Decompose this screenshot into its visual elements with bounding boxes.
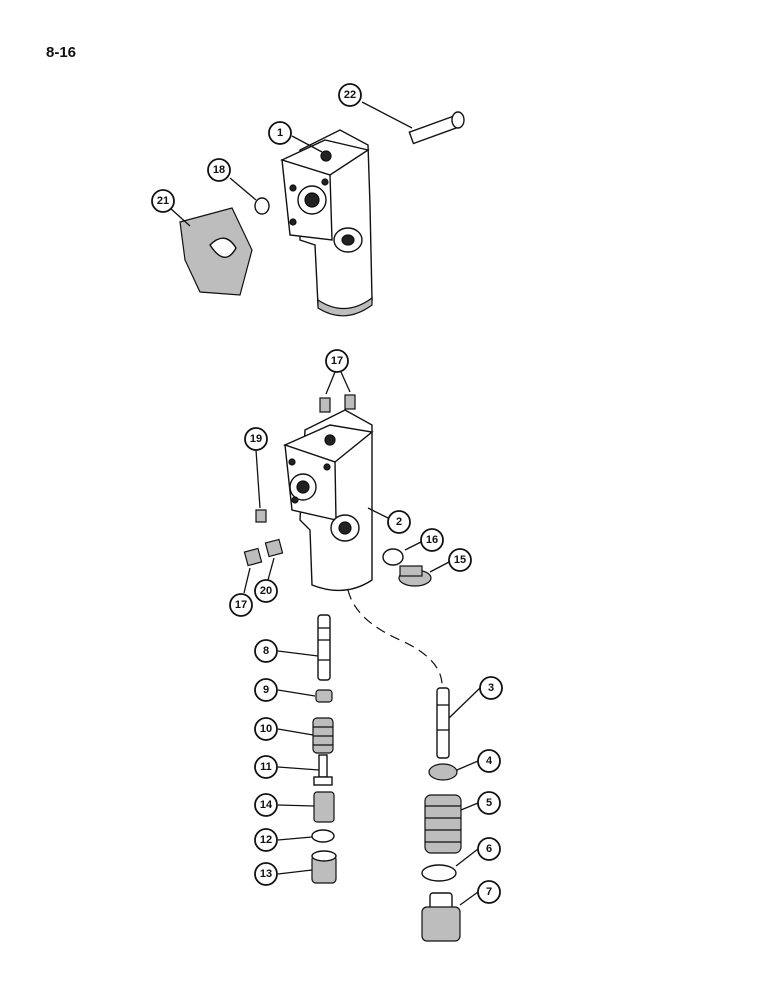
valve-housing-assembly — [280, 129, 373, 317]
svg-text:10: 10 — [260, 723, 272, 735]
sleeve-14 — [313, 791, 335, 823]
callout-1: 1 — [268, 121, 292, 145]
spool-8 — [317, 614, 331, 681]
o-ring-16 — [382, 548, 404, 566]
svg-text:17: 17 — [235, 599, 247, 611]
bolt-22 — [408, 111, 465, 145]
callout-21: 21 — [151, 189, 175, 213]
spool-3 — [436, 687, 450, 759]
page-number: 8-16 — [46, 44, 77, 61]
callout-12: 12 — [254, 828, 278, 852]
plug-7 — [421, 892, 461, 942]
part-9 — [315, 689, 333, 703]
pin-19 — [255, 509, 267, 523]
callout-18: 18 — [207, 158, 231, 182]
svg-text:18: 18 — [213, 164, 225, 176]
svg-text:2: 2 — [396, 516, 402, 528]
svg-text:22: 22 — [344, 89, 356, 101]
svg-text:9: 9 — [263, 684, 269, 696]
callout-15: 15 — [448, 548, 472, 572]
svg-text:8: 8 — [263, 645, 269, 657]
callout-3: 3 — [479, 676, 503, 700]
spring-5 — [424, 794, 462, 854]
svg-text:15: 15 — [454, 554, 466, 566]
callout-20: 20 — [254, 579, 278, 603]
svg-text:5: 5 — [486, 797, 492, 809]
callout-10: 10 — [254, 717, 278, 741]
plugs-17-20-lower — [243, 538, 284, 567]
svg-text:11: 11 — [260, 761, 272, 773]
svg-text:16: 16 — [426, 534, 438, 546]
pin-11 — [313, 754, 333, 786]
valve-housing-2 — [283, 409, 374, 592]
svg-text:17: 17 — [331, 355, 343, 367]
callout-9: 9 — [254, 678, 278, 702]
svg-text:20: 20 — [260, 585, 272, 597]
o-ring-6 — [421, 864, 457, 882]
svg-text:6: 6 — [486, 843, 492, 855]
plug-13 — [311, 850, 337, 884]
o-ring-12 — [311, 829, 335, 843]
callout-19: 19 — [244, 427, 268, 451]
retainer-4 — [428, 763, 458, 781]
svg-text:1: 1 — [277, 127, 283, 139]
gasket-21 — [179, 207, 253, 296]
svg-text:12: 12 — [260, 834, 272, 846]
callout-22: 22 — [338, 83, 362, 107]
svg-text:4: 4 — [486, 755, 493, 767]
callout-7: 7 — [477, 880, 501, 904]
callout-17-upper: 17 — [325, 349, 349, 373]
callout-8: 8 — [254, 639, 278, 663]
dashed-assembly-line — [347, 589, 443, 691]
svg-text:14: 14 — [260, 799, 273, 811]
callout-17-lower: 17 — [229, 593, 253, 617]
svg-text:3: 3 — [488, 682, 494, 694]
callout-4: 4 — [477, 749, 501, 773]
leader-lines — [169, 101, 481, 906]
callout-16: 16 — [420, 528, 444, 552]
svg-text:7: 7 — [486, 886, 492, 898]
plug-15 — [398, 565, 432, 587]
callout-6: 6 — [477, 837, 501, 861]
callout-14: 14 — [254, 793, 278, 817]
callout-5: 5 — [477, 791, 501, 815]
svg-text:13: 13 — [260, 868, 272, 880]
callout-13: 13 — [254, 862, 278, 886]
callout-2: 2 — [387, 510, 411, 534]
svg-text:21: 21 — [157, 195, 169, 207]
o-ring-18 — [254, 197, 270, 215]
svg-text:19: 19 — [250, 433, 262, 445]
plugs-17-upper — [319, 394, 356, 413]
callout-11: 11 — [254, 755, 278, 779]
spring-10 — [312, 717, 334, 754]
